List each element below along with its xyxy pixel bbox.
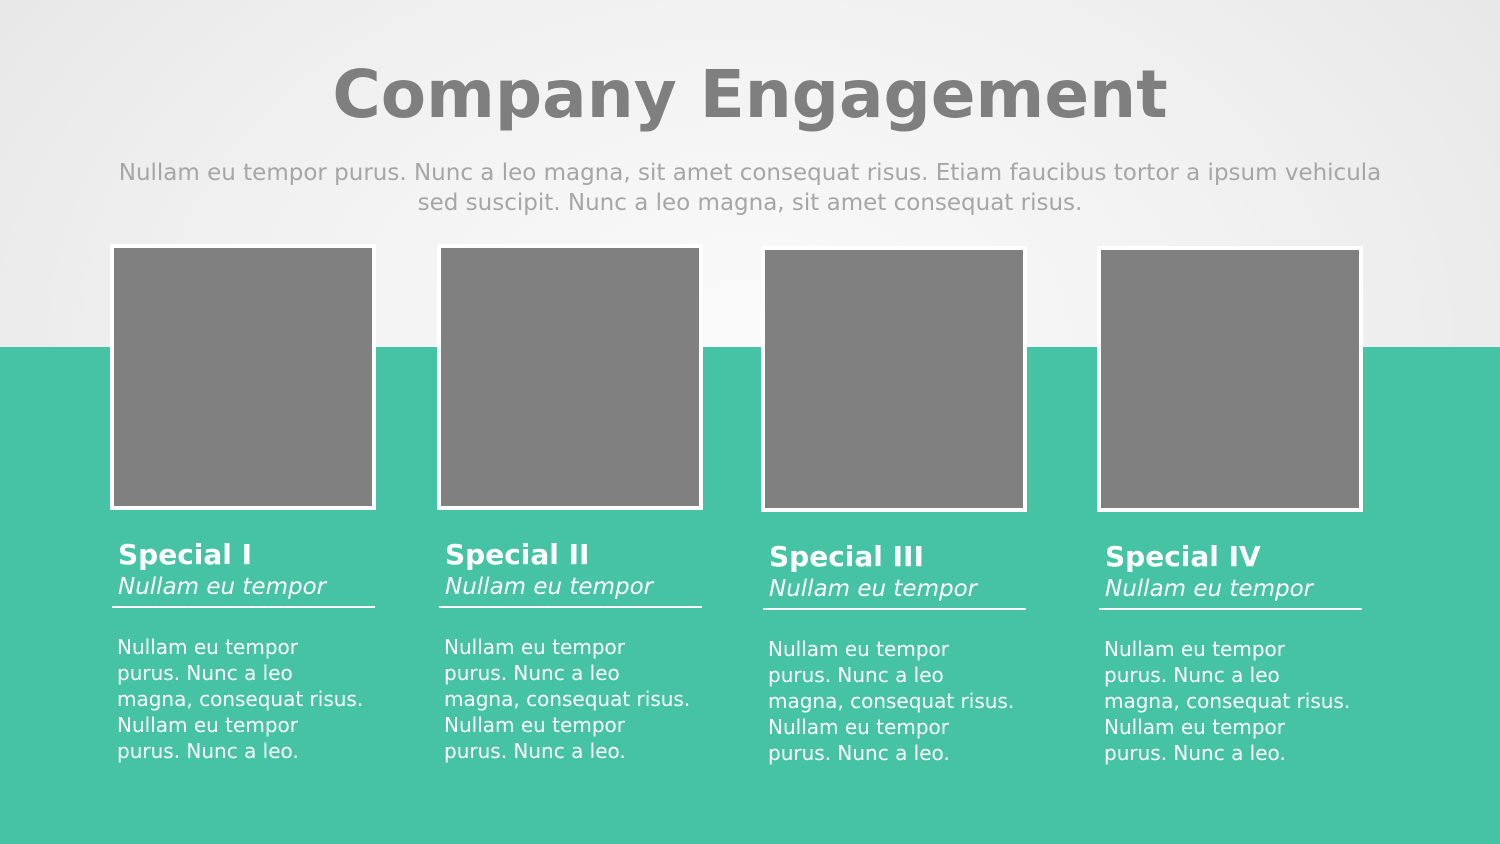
card-special-4: Special IV Nullam eu tempor Nullam eu te…: [1097, 246, 1367, 766]
card-subtitle: Nullam eu tempor: [445, 574, 654, 600]
card-divider: [763, 608, 1026, 610]
card-title: Special II: [445, 538, 590, 571]
card-title: Special I: [118, 538, 253, 571]
card-special-1: Special I Nullam eu tempor Nullam eu tem…: [110, 244, 380, 764]
card-subtitle: Nullam eu tempor: [1105, 576, 1314, 602]
card-body-text: Nullam eu tempor purus. Nunc a leo magna…: [117, 635, 364, 763]
card-divider: [1099, 608, 1362, 610]
card-subtitle: Nullam eu tempor: [769, 576, 978, 602]
card-body-text: Nullam eu tempor purus. Nunc a leo magna…: [768, 637, 1015, 765]
page-title: Company Engagement: [332, 56, 1168, 133]
card-body-text: Nullam eu tempor purus. Nunc a leo magna…: [1104, 637, 1351, 765]
card-special-3: Special III Nullam eu tempor Nullam eu t…: [761, 246, 1031, 766]
card-divider: [439, 606, 702, 608]
card-divider: [112, 606, 375, 608]
card-title: Special IV: [1105, 540, 1261, 573]
image-placeholder: [110, 244, 376, 510]
image-placeholder: [437, 244, 703, 510]
image-placeholder: [761, 246, 1027, 512]
card-special-2: Special II Nullam eu tempor Nullam eu te…: [437, 244, 707, 764]
page-subtitle: Nullam eu tempor purus. Nunc a leo magna…: [118, 160, 1382, 216]
card-body-text: Nullam eu tempor purus. Nunc a leo magna…: [444, 635, 691, 763]
card-subtitle: Nullam eu tempor: [118, 574, 327, 600]
image-placeholder: [1097, 246, 1363, 512]
card-title: Special III: [769, 540, 924, 573]
